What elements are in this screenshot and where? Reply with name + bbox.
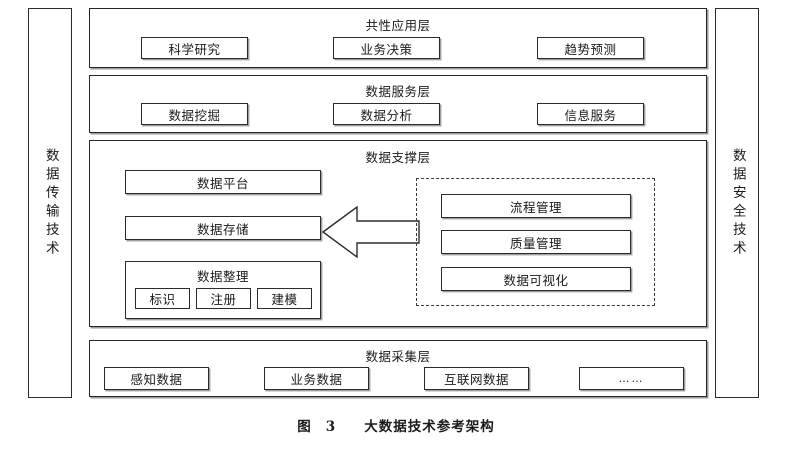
- figure-caption-number: 3: [325, 419, 337, 435]
- node-data-storage-label: 数据存储: [196, 221, 249, 237]
- node-trend-prediction[interactable]: 趋势预测: [537, 37, 644, 59]
- node-modeling-label: 建模: [271, 292, 298, 307]
- node-data-mining-label: 数据挖掘: [168, 107, 221, 123]
- figure-caption-title: 大数据技术参考架构: [364, 419, 495, 435]
- side-panel-left-label: 数据传输技术: [42, 147, 59, 259]
- layer-application-title: 共性应用层: [365, 18, 431, 33]
- node-data-storage[interactable]: 数据存储: [125, 216, 321, 240]
- node-data-analysis-label: 数据分析: [360, 107, 413, 123]
- dashed-group-management: 流程管理 质量管理 数据可视化: [416, 178, 655, 306]
- node-ellipsis-data-label: ……: [618, 372, 645, 385]
- node-registration-label: 注册: [210, 292, 237, 307]
- node-internet-data[interactable]: 互联网数据: [424, 367, 529, 390]
- node-data-mining[interactable]: 数据挖掘: [141, 103, 248, 125]
- node-trend-prediction-label: 趋势预测: [564, 41, 617, 57]
- group-data-organization-caption: 数据整理: [196, 269, 249, 284]
- figure-caption-label: 图: [297, 419, 312, 435]
- node-data-visualization-label: 数据可视化: [503, 272, 569, 288]
- node-sensing-data-label: 感知数据: [130, 372, 183, 387]
- node-business-decision-label: 业务决策: [360, 41, 413, 57]
- node-registration[interactable]: 注册: [196, 288, 251, 309]
- node-sensing-data[interactable]: 感知数据: [104, 367, 209, 390]
- layer-data-support-title: 数据支撑层: [365, 150, 431, 165]
- node-process-management[interactable]: 流程管理: [441, 194, 631, 218]
- node-business-data-label: 业务数据: [290, 372, 343, 387]
- node-ellipsis-data[interactable]: ……: [579, 367, 684, 390]
- layer-data-collection: 数据采集层 感知数据 业务数据 互联网数据 ……: [89, 340, 707, 397]
- node-data-visualization[interactable]: 数据可视化: [441, 267, 631, 291]
- node-data-platform[interactable]: 数据平台: [125, 170, 321, 194]
- node-business-data[interactable]: 业务数据: [264, 367, 369, 390]
- left-arrow-icon: [321, 205, 420, 259]
- group-data-organization: 数据整理 标识 注册 建模: [125, 261, 321, 319]
- node-business-decision[interactable]: 业务决策: [333, 37, 440, 59]
- layer-data-support: 数据支撑层 数据平台 数据存储 数据整理 标识 注册 建模 流程管理 质量管理 …: [89, 140, 707, 327]
- node-modeling[interactable]: 建模: [257, 288, 312, 309]
- node-scientific-research-label: 科学研究: [168, 41, 221, 57]
- node-quality-management[interactable]: 质量管理: [441, 230, 631, 254]
- layer-data-service: 数据服务层 数据挖掘 数据分析 信息服务: [89, 75, 707, 133]
- node-process-management-label: 流程管理: [509, 199, 562, 215]
- node-information-service[interactable]: 信息服务: [537, 103, 644, 125]
- node-scientific-research[interactable]: 科学研究: [141, 37, 248, 59]
- layer-data-service-title: 数据服务层: [365, 84, 431, 99]
- node-data-analysis[interactable]: 数据分析: [333, 103, 440, 125]
- node-information-service-label: 信息服务: [564, 107, 617, 123]
- node-data-platform-label: 数据平台: [196, 175, 249, 191]
- layer-data-collection-title: 数据采集层: [365, 349, 431, 364]
- side-panel-data-security: 数据安全技术: [715, 8, 759, 398]
- node-identification-label: 标识: [149, 292, 176, 307]
- node-internet-data-label: 互联网数据: [443, 372, 509, 387]
- layer-application: 共性应用层 科学研究 业务决策 趋势预测: [89, 8, 707, 68]
- side-panel-data-transmission: 数据传输技术: [28, 8, 72, 398]
- node-quality-management-label: 质量管理: [509, 235, 562, 251]
- side-panel-right-label: 数据安全技术: [729, 147, 746, 259]
- node-identification[interactable]: 标识: [135, 288, 190, 309]
